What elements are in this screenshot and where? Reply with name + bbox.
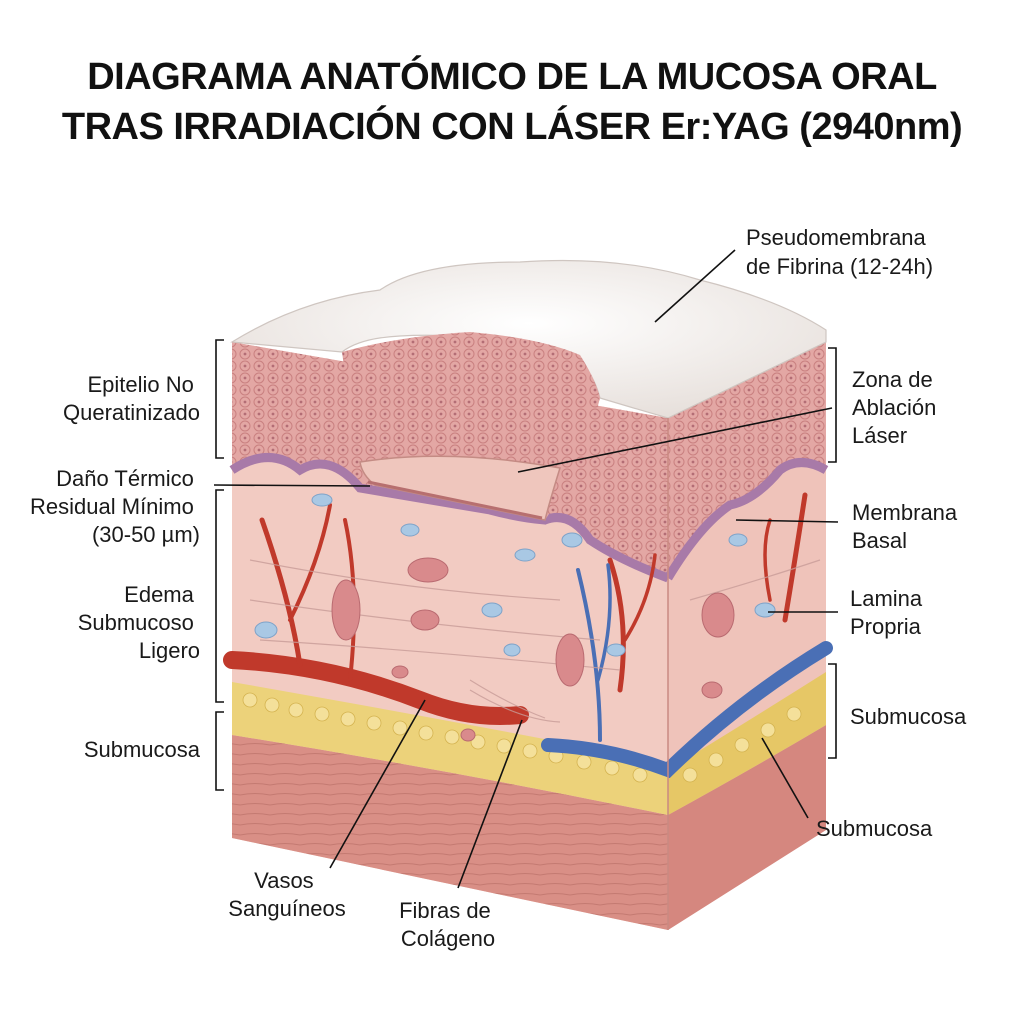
label-zona-ablacion: Zona de Ablación Láser [852, 367, 943, 448]
label-edema: Edema Submucoso Ligero [78, 582, 200, 663]
leader-lines [213, 249, 839, 889]
bracket-epitelio [215, 339, 224, 459]
leader-zona-ablacion [517, 407, 833, 473]
label-pseudomembrana: Pseudomembrana de Fibrina (12-24h) [746, 225, 933, 279]
leader-dano-termico [213, 484, 371, 487]
tissue-block [223, 259, 833, 930]
label-lamina-propria: Lamina Propria [850, 586, 928, 639]
title-line-1: DIAGRAMA ANATÓMICO DE LA MUCOSA ORAL [87, 56, 937, 98]
fat-globules [242, 692, 802, 783]
label-dano-termico: Daño Térmico Residual Mínimo (30-50 µm) [30, 466, 200, 547]
label-membrana-basal: Membrana Basal [852, 500, 963, 553]
labels: Pseudomembrana de Fibrina (12-24h) Zona … [30, 225, 967, 951]
page-title: DIAGRAMA ANATÓMICO DE LA MUCOSA ORAL TRA… [0, 52, 1024, 152]
bracket-edema [215, 489, 224, 703]
lamina-cells [254, 493, 776, 742]
label-submucosa-right-upper: Submucosa [850, 704, 967, 729]
leader-fibras [457, 719, 523, 889]
muscle-layer-side [668, 725, 826, 930]
fat-band-front [232, 682, 668, 815]
bracket-zona-ablacion [828, 347, 837, 463]
muscle-layer-front [232, 735, 668, 930]
arteries [223, 492, 808, 725]
bracket-submucosa-left [215, 711, 224, 791]
leader-pseudomembrana [654, 249, 736, 323]
basal-membrane-side [664, 458, 829, 581]
label-vasos: Vasos Sanguíneos [228, 868, 345, 921]
veins [541, 563, 833, 779]
label-epitelio: Epitelio No Queratinizado [63, 372, 200, 425]
basal-membrane-front [229, 453, 670, 583]
label-fibras: Fibras de Colágeno [399, 898, 497, 951]
leader-membrana-basal [735, 519, 839, 523]
ablation-crater-floor [359, 455, 561, 521]
thermal-damage-rim [367, 480, 543, 520]
leader-submucosa-right-lower [761, 737, 809, 819]
title-line-2: TRAS IRRADIACIÓN CON LÁSER Er:YAG (2940n… [61, 106, 963, 148]
bracket-submucosa-right [828, 663, 837, 759]
label-submucosa-right-lower: Submucosa [816, 816, 933, 841]
leader-vasos [329, 699, 426, 869]
label-submucosa-left: Submucosa [84, 737, 201, 762]
